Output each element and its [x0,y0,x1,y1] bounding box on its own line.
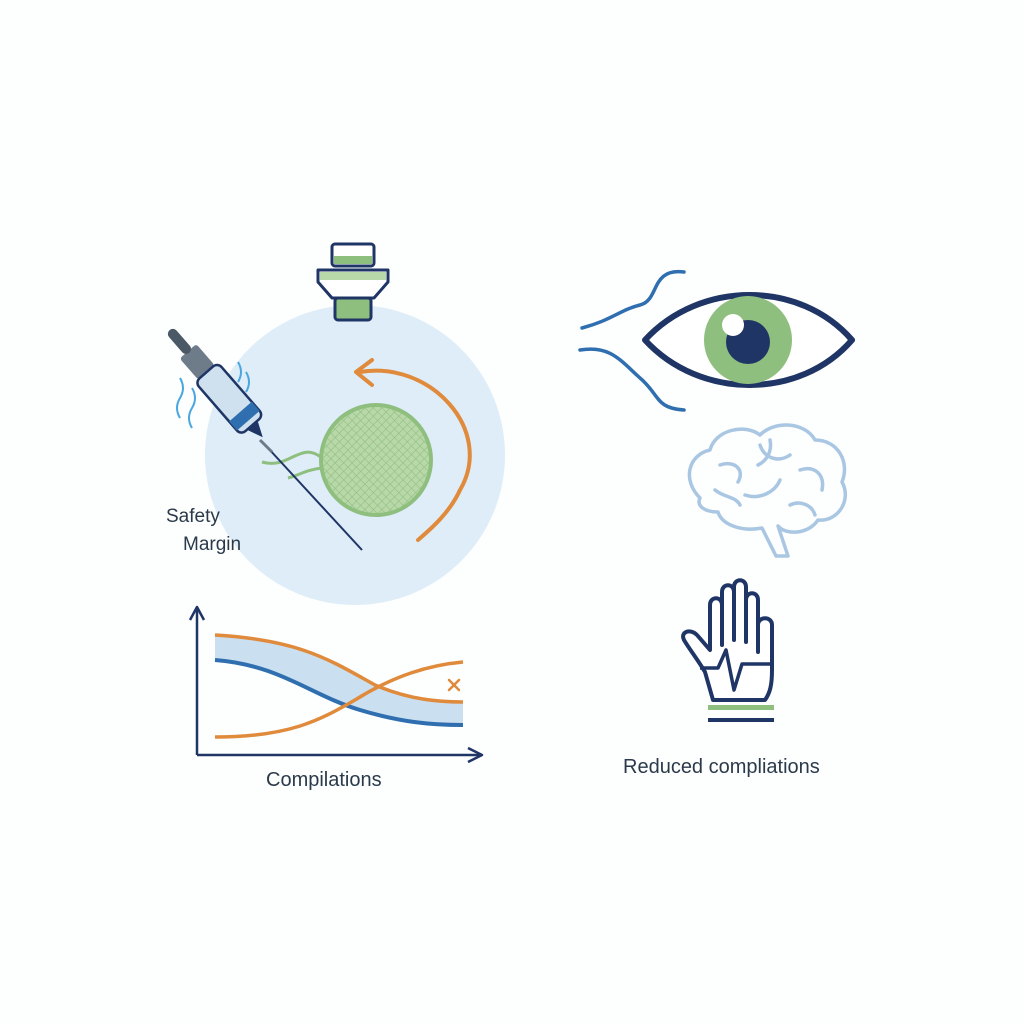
chart-series-blue [214,658,464,727]
rotation-arrow-icon [354,358,472,542]
mesh-target-icon [261,403,433,517]
chart-series-orange-rising [214,660,464,739]
brain-icon [687,423,848,558]
signal-waves-icon [578,270,686,412]
safety-margin-label-line2: Margin [183,534,242,555]
needle-probe-icon [167,328,363,551]
eye-icon [578,270,855,412]
x-marker-icon [447,678,461,692]
confidence-band [215,635,463,725]
complications-chart [188,605,484,764]
microscope-objective-icon [316,242,390,322]
safety-margin-label-line1: Safety [166,506,220,527]
pulse-line-icon [700,648,770,692]
outcome-label: Reduced compliations [623,756,820,778]
chart-series-orange-falling [214,633,464,704]
chart-x-axis-label: Compilations [266,769,382,791]
hand-icon [681,578,774,722]
